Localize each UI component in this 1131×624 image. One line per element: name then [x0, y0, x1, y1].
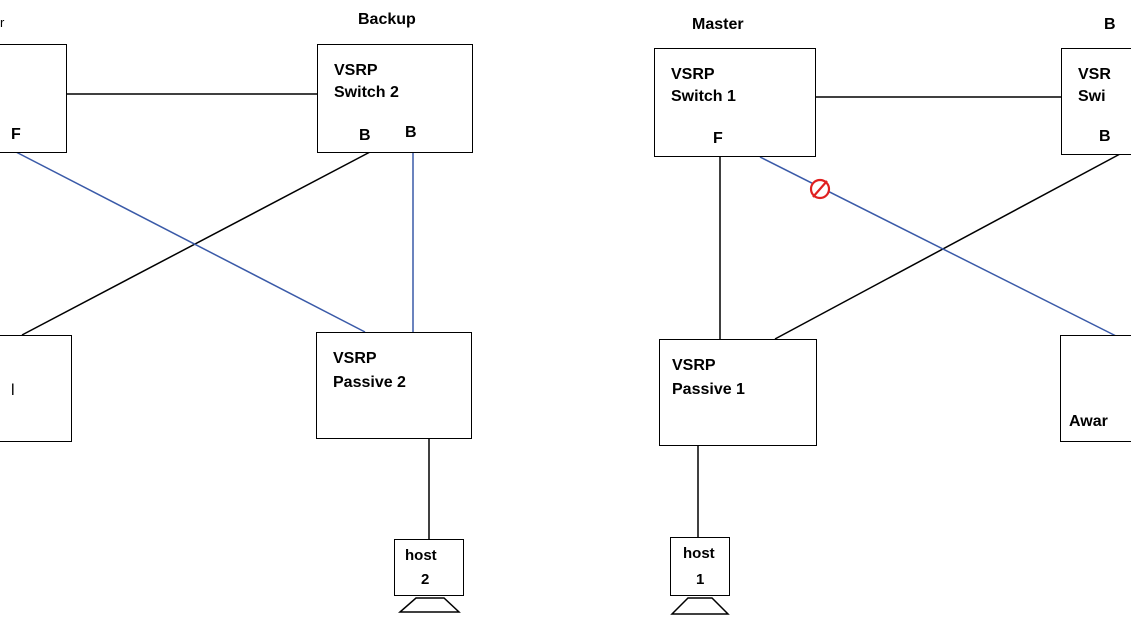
left-edge-role-label: r [0, 15, 5, 30]
vsrp-switch-1: VSRP Switch 1 F [654, 48, 816, 157]
left-edge-switch: F [0, 44, 67, 153]
link-left-switch-to-passive2 [15, 151, 366, 333]
passive1-line2: Passive 1 [672, 381, 745, 398]
vsrp-passive-1: VSRP Passive 1 [659, 339, 817, 446]
host1-line1: host [683, 545, 715, 562]
host2-line2: 2 [421, 571, 430, 588]
right-switch-line2: Swi [1078, 88, 1106, 105]
aware-node: Awar [1060, 335, 1131, 442]
host1-line2: 1 [696, 571, 705, 588]
right-edge-switch: VSR Swi B [1061, 48, 1131, 155]
switch1-port-f: F [713, 130, 723, 147]
passive1-line1: VSRP [672, 357, 716, 374]
link-right-switch-to-passive1 [774, 153, 1121, 340]
switch1-line1: VSRP [671, 66, 715, 83]
passive2-line2: Passive 2 [333, 374, 406, 391]
left-edge-passive-label: l [11, 382, 15, 399]
vsrp-passive-2: VSRP Passive 2 [316, 332, 472, 439]
right-switch-port-b: B [1099, 128, 1111, 145]
left-edge-passive: l [0, 335, 72, 442]
left-edge-port-f: F [11, 126, 21, 143]
switch2-port-b-right: B [405, 124, 417, 141]
host2-stand [398, 594, 461, 613]
host1-stand [670, 594, 730, 615]
switch2-port-b-left: B [359, 127, 371, 144]
link-switch2-to-left-passive [21, 151, 371, 336]
host-1: host 1 [670, 537, 730, 596]
vsrp-switch-2: VSRP Switch 2 B B [317, 44, 473, 153]
passive2-line1: VSRP [333, 350, 377, 367]
switch1-line2: Switch 1 [671, 88, 736, 105]
blocked-link-icon [809, 178, 831, 200]
switch2-line1: VSRP [334, 62, 378, 79]
host-2: host 2 [394, 539, 464, 596]
aware-label: Awar [1069, 413, 1108, 430]
backup-role-label: Backup [358, 11, 416, 28]
master-role-label: Master [692, 16, 744, 33]
right-switch-line1: VSR [1078, 66, 1111, 83]
right-edge-role-label: B [1104, 16, 1116, 33]
switch2-line2: Switch 2 [334, 84, 399, 101]
host2-line1: host [405, 547, 437, 564]
